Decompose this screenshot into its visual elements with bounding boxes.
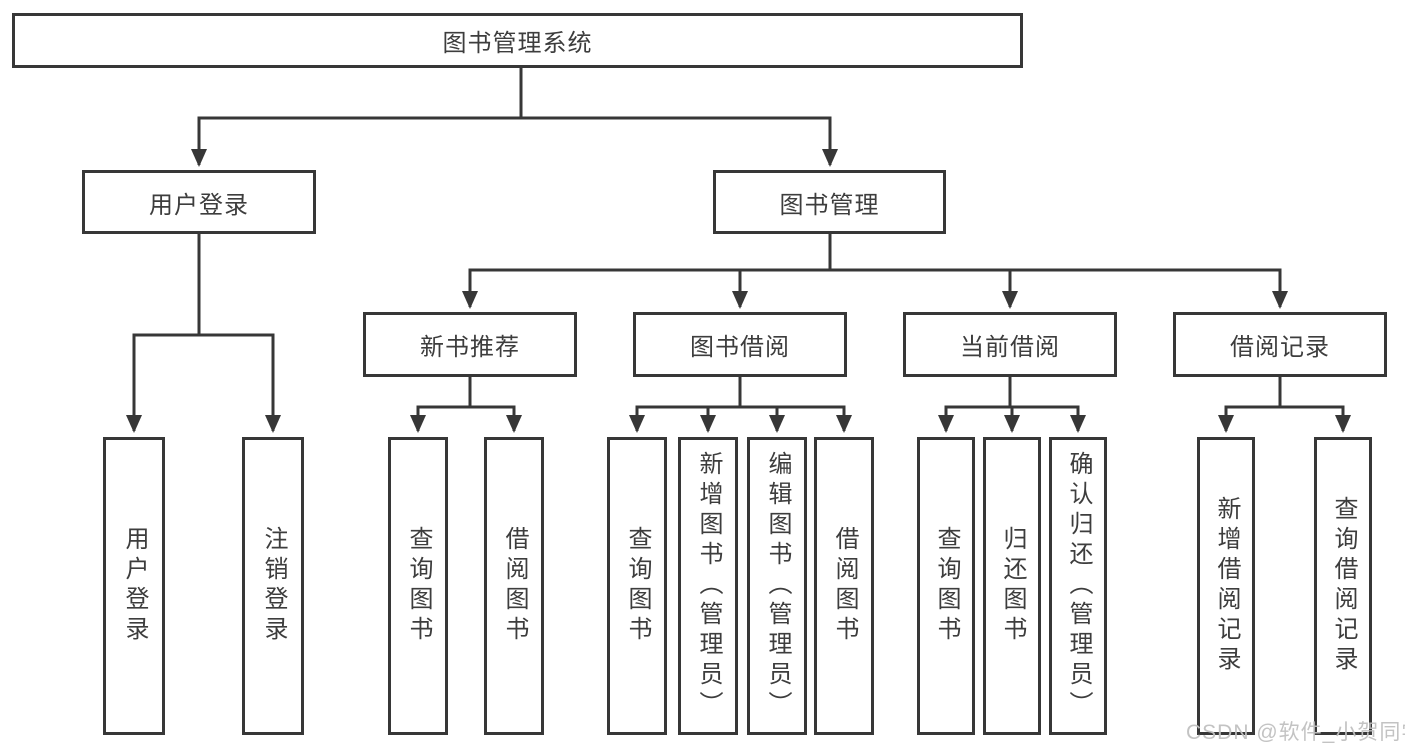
leaf-current-query-books: 查询图书 (917, 437, 975, 735)
node-current-borrowing: 当前借阅 (903, 312, 1117, 377)
leaf-recommend-borrow-books: 借阅图书 (484, 437, 544, 735)
leaf-logout: 注销登录 (242, 437, 304, 735)
leaf-edit-books-admin: 编辑图书（管理员） (747, 437, 807, 735)
leaf-user-login: 用户登录 (103, 437, 165, 735)
node-book-borrowing: 图书借阅 (633, 312, 847, 377)
node-user-login: 用户登录 (82, 170, 316, 234)
leaf-confirm-return-admin: 确认归还（管理员） (1049, 437, 1107, 735)
node-borrowing-records: 借阅记录 (1173, 312, 1387, 377)
node-book-management: 图书管理 (713, 170, 946, 234)
node-new-book-recommendation: 新书推荐 (363, 312, 577, 377)
leaf-borrowing-query-books: 查询图书 (607, 437, 667, 735)
leaf-add-books-admin: 新增图书（管理员） (678, 437, 738, 735)
leaf-return-books: 归还图书 (983, 437, 1041, 735)
leaf-query-borrow-record: 查询借阅记录 (1314, 437, 1372, 735)
leaf-borrow-books: 借阅图书 (814, 437, 874, 735)
leaf-add-borrow-record: 新增借阅记录 (1197, 437, 1255, 735)
leaf-recommend-query-books: 查询图书 (388, 437, 448, 735)
watermark-text: CSDN @软件_小贺同学 (1186, 721, 1405, 744)
node-root: 图书管理系统 (12, 13, 1023, 68)
